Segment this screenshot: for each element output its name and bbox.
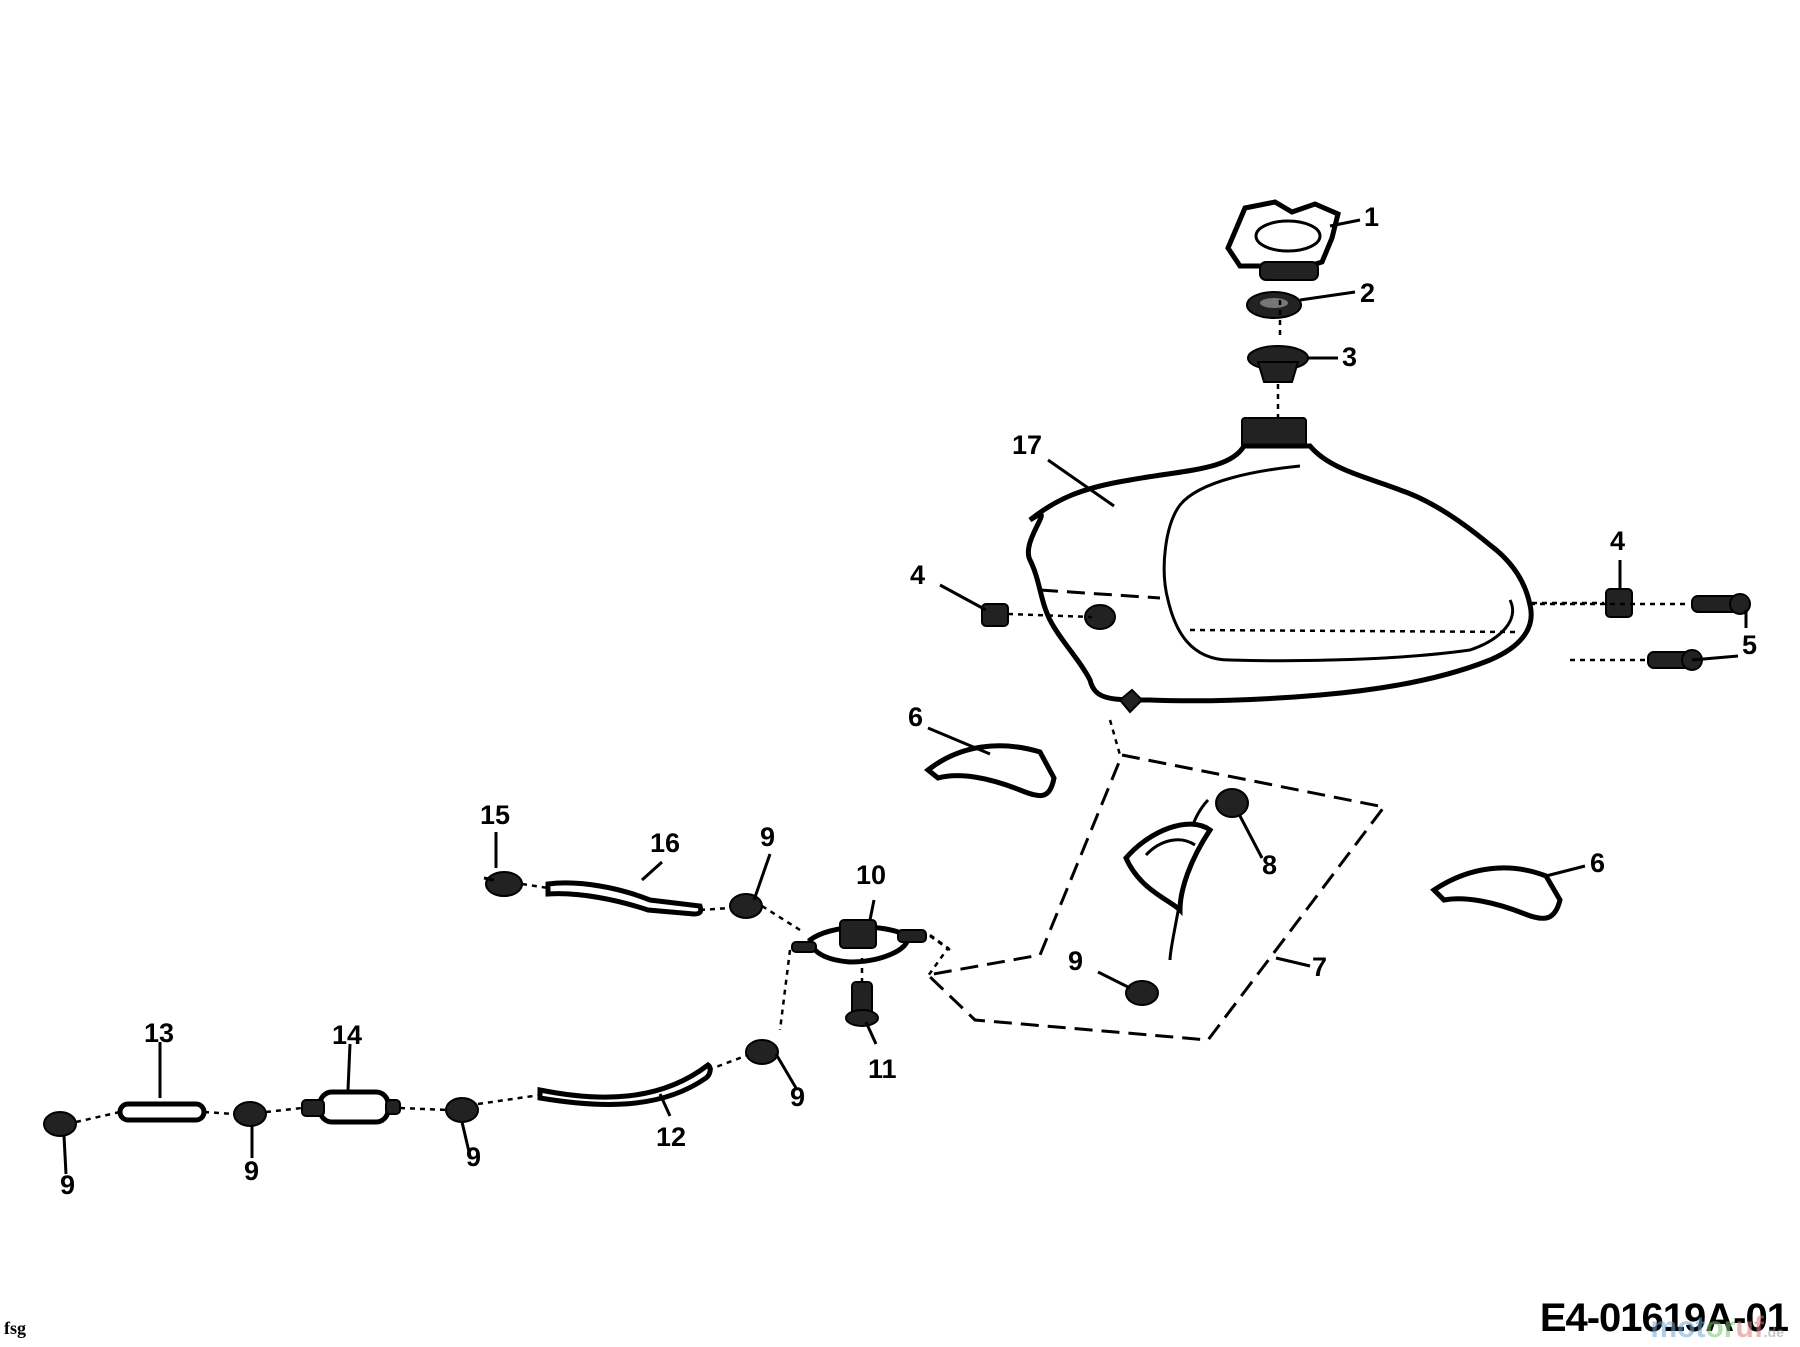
source-tag: fsg	[4, 1318, 26, 1338]
fuel-line-kit-boundary	[924, 719, 1387, 1042]
tank-grommet-left	[981, 603, 1009, 627]
watermark-logo: motoruf.de	[1650, 1311, 1784, 1345]
vent-hose	[545, 880, 704, 917]
tank-pad-left	[923, 743, 1057, 799]
callout-9-kit: 9	[1068, 946, 1083, 976]
hose-clamp-9f	[233, 1101, 267, 1127]
callout-9-lower-right: 9	[790, 1082, 805, 1112]
fuel-cap	[1225, 199, 1341, 281]
tank-pad-right	[1430, 865, 1563, 921]
callout-2: 2	[1360, 278, 1375, 308]
drawing-code: E4-01619A-01	[1539, 1296, 1789, 1340]
hose-clamp-9d	[445, 1097, 479, 1123]
hose-clamp-9b	[729, 893, 763, 919]
callout-16: 16	[650, 828, 680, 858]
tank-grommet-right	[1605, 588, 1633, 618]
callout-11: 11	[868, 1054, 897, 1084]
callout-3: 3	[1342, 342, 1357, 372]
hose-clip-15	[483, 871, 523, 897]
callout-9-far-left: 9	[60, 1170, 75, 1200]
fuel-shutoff-valve	[791, 919, 951, 977]
callout-6-right: 6	[1590, 848, 1605, 878]
callout-9-upper: 9	[760, 822, 775, 852]
callout-9-mid: 9	[466, 1142, 481, 1172]
inline-fuel-filter	[301, 1089, 401, 1125]
hose-clamp-9e	[43, 1111, 77, 1137]
cap-gasket	[1246, 291, 1302, 319]
callout-8: 8	[1262, 850, 1277, 880]
assembly-lines	[75, 300, 1604, 1124]
callout-4-left: 4	[910, 560, 925, 590]
watermark-part-c: uf	[1735, 1311, 1764, 1344]
fuel-hose-short	[117, 1101, 207, 1123]
fuel-hose-long	[537, 1061, 713, 1107]
callout-4-right: 4	[1610, 526, 1625, 556]
callout-5: 5	[1742, 630, 1757, 660]
callout-10: 10	[856, 860, 886, 890]
fuel-strainer	[1247, 345, 1309, 383]
callout-13: 13	[144, 1018, 174, 1048]
callout-15: 15	[480, 800, 510, 830]
callout-9-left: 9	[244, 1156, 259, 1186]
callout-6-left: 6	[908, 702, 923, 732]
fuel-tank	[1025, 417, 1534, 714]
callout-12: 12	[656, 1122, 686, 1152]
leader-lines	[62, 218, 1748, 1175]
hose-clamp-9c	[745, 1039, 779, 1065]
watermark-part-b: or	[1705, 1311, 1736, 1344]
callout-17: 17	[1012, 430, 1042, 460]
valve-drain-screw	[845, 958, 879, 1027]
callout-labels: 1 2 3 17 4 4 5 6 6 7 8 9 9 9 9 9 9 10 11…	[60, 202, 1757, 1200]
fuel-hose-connector	[1123, 788, 1249, 961]
hose-clamp-9a	[1125, 980, 1159, 1006]
watermark-part-a: mot	[1650, 1311, 1706, 1344]
callout-14: 14	[332, 1020, 362, 1050]
watermark-part-d: .de	[1763, 1324, 1784, 1340]
callout-1: 1	[1364, 202, 1379, 232]
callout-7: 7	[1312, 952, 1327, 982]
